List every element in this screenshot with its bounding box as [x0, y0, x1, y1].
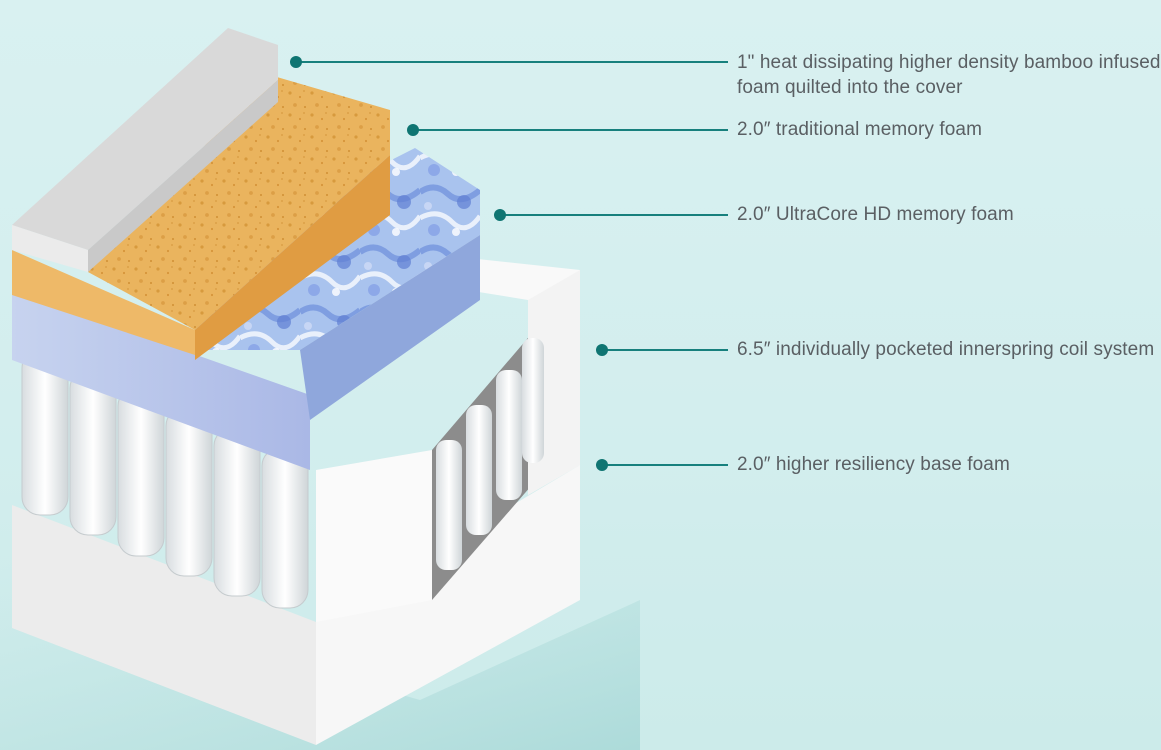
callout-label-cover: 1" heat dissipating higher density bambo…: [737, 50, 1161, 100]
callout-dot-cover: [290, 56, 302, 68]
inner-coils: [436, 338, 544, 570]
callout-dot-base-foam: [596, 459, 608, 471]
base-foam-right: [316, 465, 580, 745]
callout-dot-coils: [596, 344, 608, 356]
callout-dot-ultracore: [494, 209, 506, 221]
cover-top: [12, 28, 278, 250]
ultracore-right: [300, 235, 480, 420]
memory-foam-top: [88, 75, 390, 330]
callout-label-base-foam: 2.0″ higher resiliency base foam: [737, 454, 1010, 475]
callout-label-cover-line1: 1" heat dissipating higher density bambo…: [737, 52, 1161, 73]
callout-label-ultracore: 2.0″ UltraCore HD memory foam: [737, 204, 1014, 225]
cover-right: [88, 80, 278, 272]
callout-dot-memory-foam: [407, 124, 419, 136]
callout-label-memory-foam: 2.0″ traditional memory foam: [737, 119, 983, 140]
callout-lines: [296, 61, 728, 466]
callout-label-coils: 6.5″ individually pocketed innerspring c…: [737, 339, 1155, 360]
cover-front: [12, 225, 88, 272]
callout-dots: [290, 56, 608, 471]
base-foam-wall-front: [316, 450, 432, 622]
ultracore-front: [12, 290, 310, 470]
base-foam-front: [12, 505, 316, 745]
pocket-coils-front: [21, 349, 309, 609]
floor-shadow: [0, 560, 640, 750]
callout-label-cover-line2: foam quilted into the cover: [737, 77, 963, 98]
memory-foam-front: [12, 250, 195, 355]
memory-foam-right: [195, 155, 390, 360]
